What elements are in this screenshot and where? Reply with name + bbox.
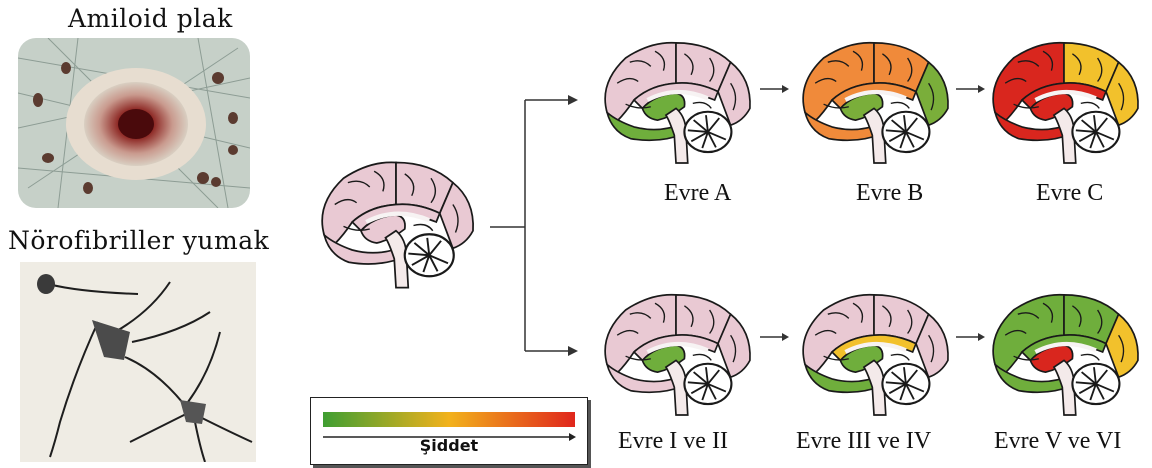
brain-stage-v-vi: [980, 284, 1148, 420]
severity-gradient-bar: [323, 412, 575, 427]
severity-legend: Şiddet: [310, 397, 588, 465]
tangle-title: Nörofibriller yumak: [8, 226, 269, 255]
arrow-b-to-c: [956, 82, 986, 96]
brain-sulcus: [891, 102, 909, 108]
stage-label-v-vi: Evre V ve VI: [994, 428, 1121, 455]
brain-stage-b: [790, 32, 958, 168]
brain-stage-c: [980, 32, 1148, 168]
neurofibrillary-tangle-image: [20, 262, 256, 462]
brain-sulcus: [693, 102, 711, 108]
brain-sulcus: [1081, 102, 1099, 108]
stage-label-iii-iv: Evre III ve IV: [796, 428, 931, 455]
stage-label-a: Evre A: [664, 180, 731, 207]
connector-arrows: [490, 92, 580, 362]
stage-label-i-ii: Evre I ve II: [618, 428, 728, 455]
arrow-a-to-b: [760, 82, 790, 96]
stage-label-b: Evre B: [856, 180, 923, 207]
brain-sulcus: [891, 354, 909, 360]
arrow-iii-to-v: [956, 330, 986, 344]
brain-stage-a: [592, 32, 760, 168]
center-brain-diagram: [306, 152, 486, 292]
brain-sulcus: [414, 225, 433, 231]
arrow-i-to-iii: [760, 330, 790, 344]
brain-stage-iii-iv: [790, 284, 958, 420]
brain-sulcus: [693, 354, 711, 360]
brain-sulcus: [1081, 354, 1099, 360]
severity-label: Şiddet: [311, 436, 587, 455]
brain-stage-i-ii: [592, 284, 760, 420]
plaque-title: Amiloid plak: [68, 4, 233, 33]
stage-label-c: Evre C: [1036, 180, 1103, 207]
amyloid-plaque-image: [18, 38, 250, 208]
